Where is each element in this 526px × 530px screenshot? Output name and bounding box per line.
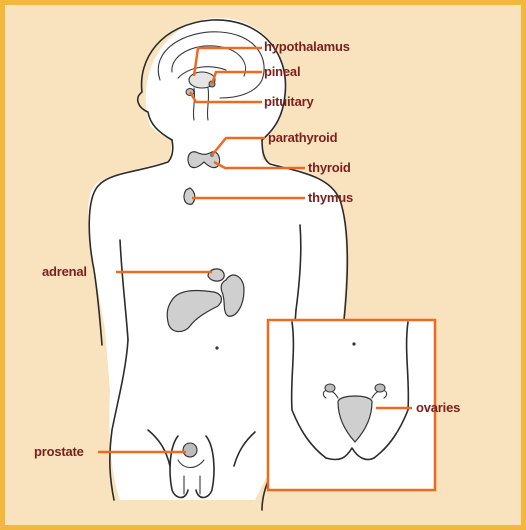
label-pineal: pineal (264, 64, 300, 79)
label-pituitary: pituitary (264, 94, 314, 109)
thymus-gland (184, 188, 195, 204)
adrenal-gland (208, 269, 224, 281)
prostate-gland (183, 443, 197, 457)
inset-navel (352, 342, 355, 345)
label-hypothalamus: hypothalamus (264, 39, 350, 54)
label-thymus: thymus (308, 190, 353, 205)
female-inset (268, 320, 435, 490)
ovary-left (325, 384, 335, 392)
label-prostate: prostate (34, 444, 84, 459)
label-parathyroid: parathyroid (268, 130, 338, 145)
navel (215, 346, 218, 349)
label-thyroid: thyroid (308, 160, 351, 175)
label-ovaries: ovaries (416, 400, 460, 415)
label-adrenal: adrenal (42, 264, 87, 279)
ovary-right (375, 384, 385, 392)
